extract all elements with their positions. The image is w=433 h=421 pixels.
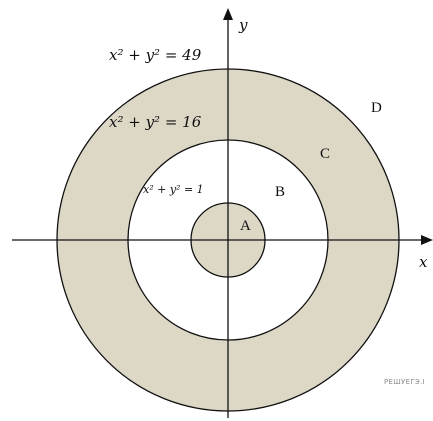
- region-label-c: C: [320, 146, 330, 162]
- x-axis-label: x: [419, 253, 428, 271]
- outer-equation: x² + y² = 49: [109, 46, 202, 64]
- watermark: РЕШУЕГЭ.I: [384, 378, 425, 386]
- x-axis-arrow: [421, 235, 433, 245]
- region-label-b: B: [275, 184, 285, 200]
- region-label-a: A: [240, 218, 251, 234]
- inner-equation: x² + y² = 1: [143, 183, 204, 196]
- region-label-d: D: [371, 100, 382, 116]
- y-axis-label: y: [238, 16, 248, 34]
- middle-equation: x² + y² = 16: [109, 113, 202, 131]
- y-axis-arrow: [223, 8, 233, 20]
